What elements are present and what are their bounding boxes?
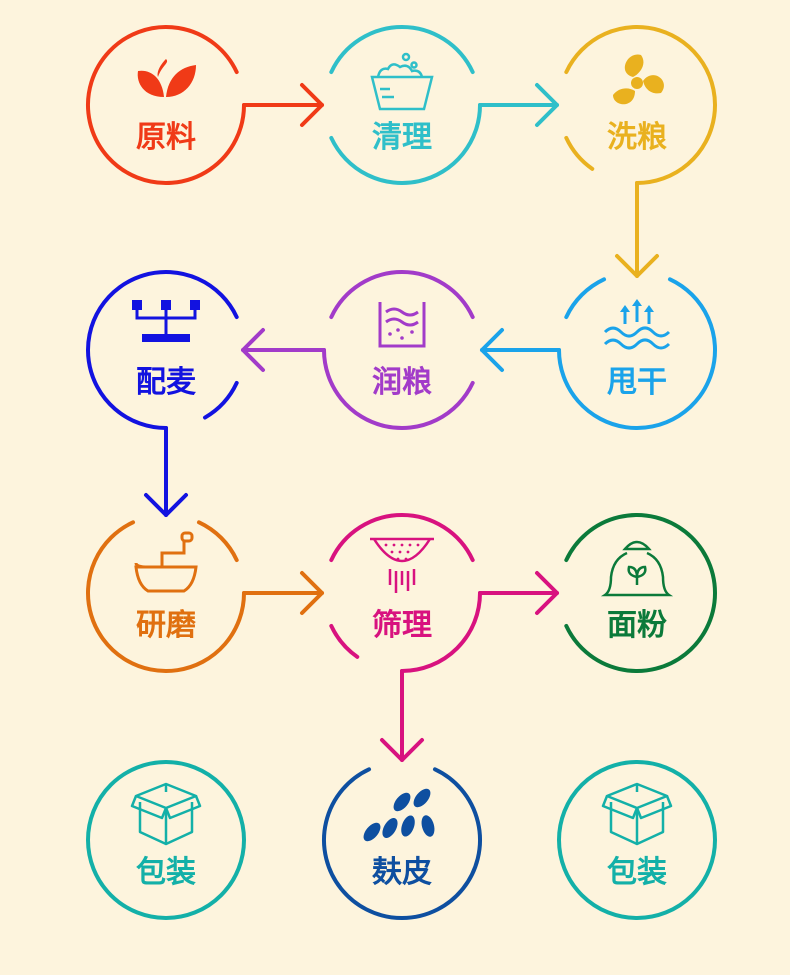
node-grind: 研磨 xyxy=(86,520,246,673)
seeds-icon xyxy=(363,788,435,842)
node-ring xyxy=(322,270,475,430)
node-ring xyxy=(557,277,717,430)
arrow-sift-to-flour xyxy=(478,571,559,615)
node-pack1: 包装 xyxy=(86,760,246,920)
arrow-wash-to-dry xyxy=(615,181,659,278)
node-moisten: 润粮 xyxy=(322,270,475,430)
node-label: 面粉 xyxy=(607,608,667,643)
node-ring xyxy=(329,25,482,185)
arrow-grind-to-sift xyxy=(242,571,324,615)
distribution-icon xyxy=(132,300,200,342)
node-ring xyxy=(322,767,482,920)
arrow-clean-to-wash xyxy=(478,83,559,127)
box-icon xyxy=(130,782,202,846)
node-pack2: 包装 xyxy=(557,760,717,920)
node-raw: 原料 xyxy=(86,25,246,185)
sieve-icon xyxy=(370,537,434,593)
node-ring xyxy=(329,513,482,673)
node-label: 甩干 xyxy=(607,365,667,400)
arrow-blend-to-grind xyxy=(144,426,188,517)
box-icon xyxy=(601,782,673,846)
node-ring xyxy=(86,760,246,920)
leaf-icon xyxy=(137,59,196,97)
node-ring xyxy=(86,520,246,673)
node-label: 筛理 xyxy=(372,608,432,643)
node-sift: 筛理 xyxy=(329,513,482,673)
node-label: 原料 xyxy=(136,120,196,155)
node-label: 清理 xyxy=(372,120,432,155)
node-label: 洗粮 xyxy=(607,120,667,155)
node-blend: 配麦 xyxy=(86,270,239,430)
fan-icon xyxy=(613,54,664,105)
arrow-sift-to-bran xyxy=(380,669,424,762)
arrow-raw-to-clean xyxy=(242,83,324,127)
evaporation-icon xyxy=(603,299,671,350)
node-wash: 洗粮 xyxy=(564,25,717,185)
node-label: 配麦 xyxy=(136,365,197,400)
grinder-icon xyxy=(134,531,198,593)
basin-bubbles-icon xyxy=(370,52,434,111)
arrow-dry-to-moisten xyxy=(480,328,561,372)
node-ring xyxy=(557,760,717,920)
node-ring xyxy=(86,25,246,185)
node-clean: 清理 xyxy=(329,25,482,185)
node-label: 麸皮 xyxy=(372,855,432,890)
node-label: 研磨 xyxy=(136,608,196,643)
node-dry: 甩干 xyxy=(557,277,717,430)
node-flour: 面粉 xyxy=(564,513,717,673)
node-label: 润粮 xyxy=(372,365,432,400)
node-label: 包装 xyxy=(136,855,196,890)
node-ring xyxy=(564,513,717,673)
node-ring xyxy=(86,270,239,430)
node-ring xyxy=(564,25,717,185)
node-bran: 麸皮 xyxy=(322,767,482,920)
node-label: 包装 xyxy=(607,855,667,890)
arrow-moisten-to-blend xyxy=(241,328,326,372)
flour-sack-icon xyxy=(600,540,674,597)
water-tank-icon xyxy=(378,302,426,348)
